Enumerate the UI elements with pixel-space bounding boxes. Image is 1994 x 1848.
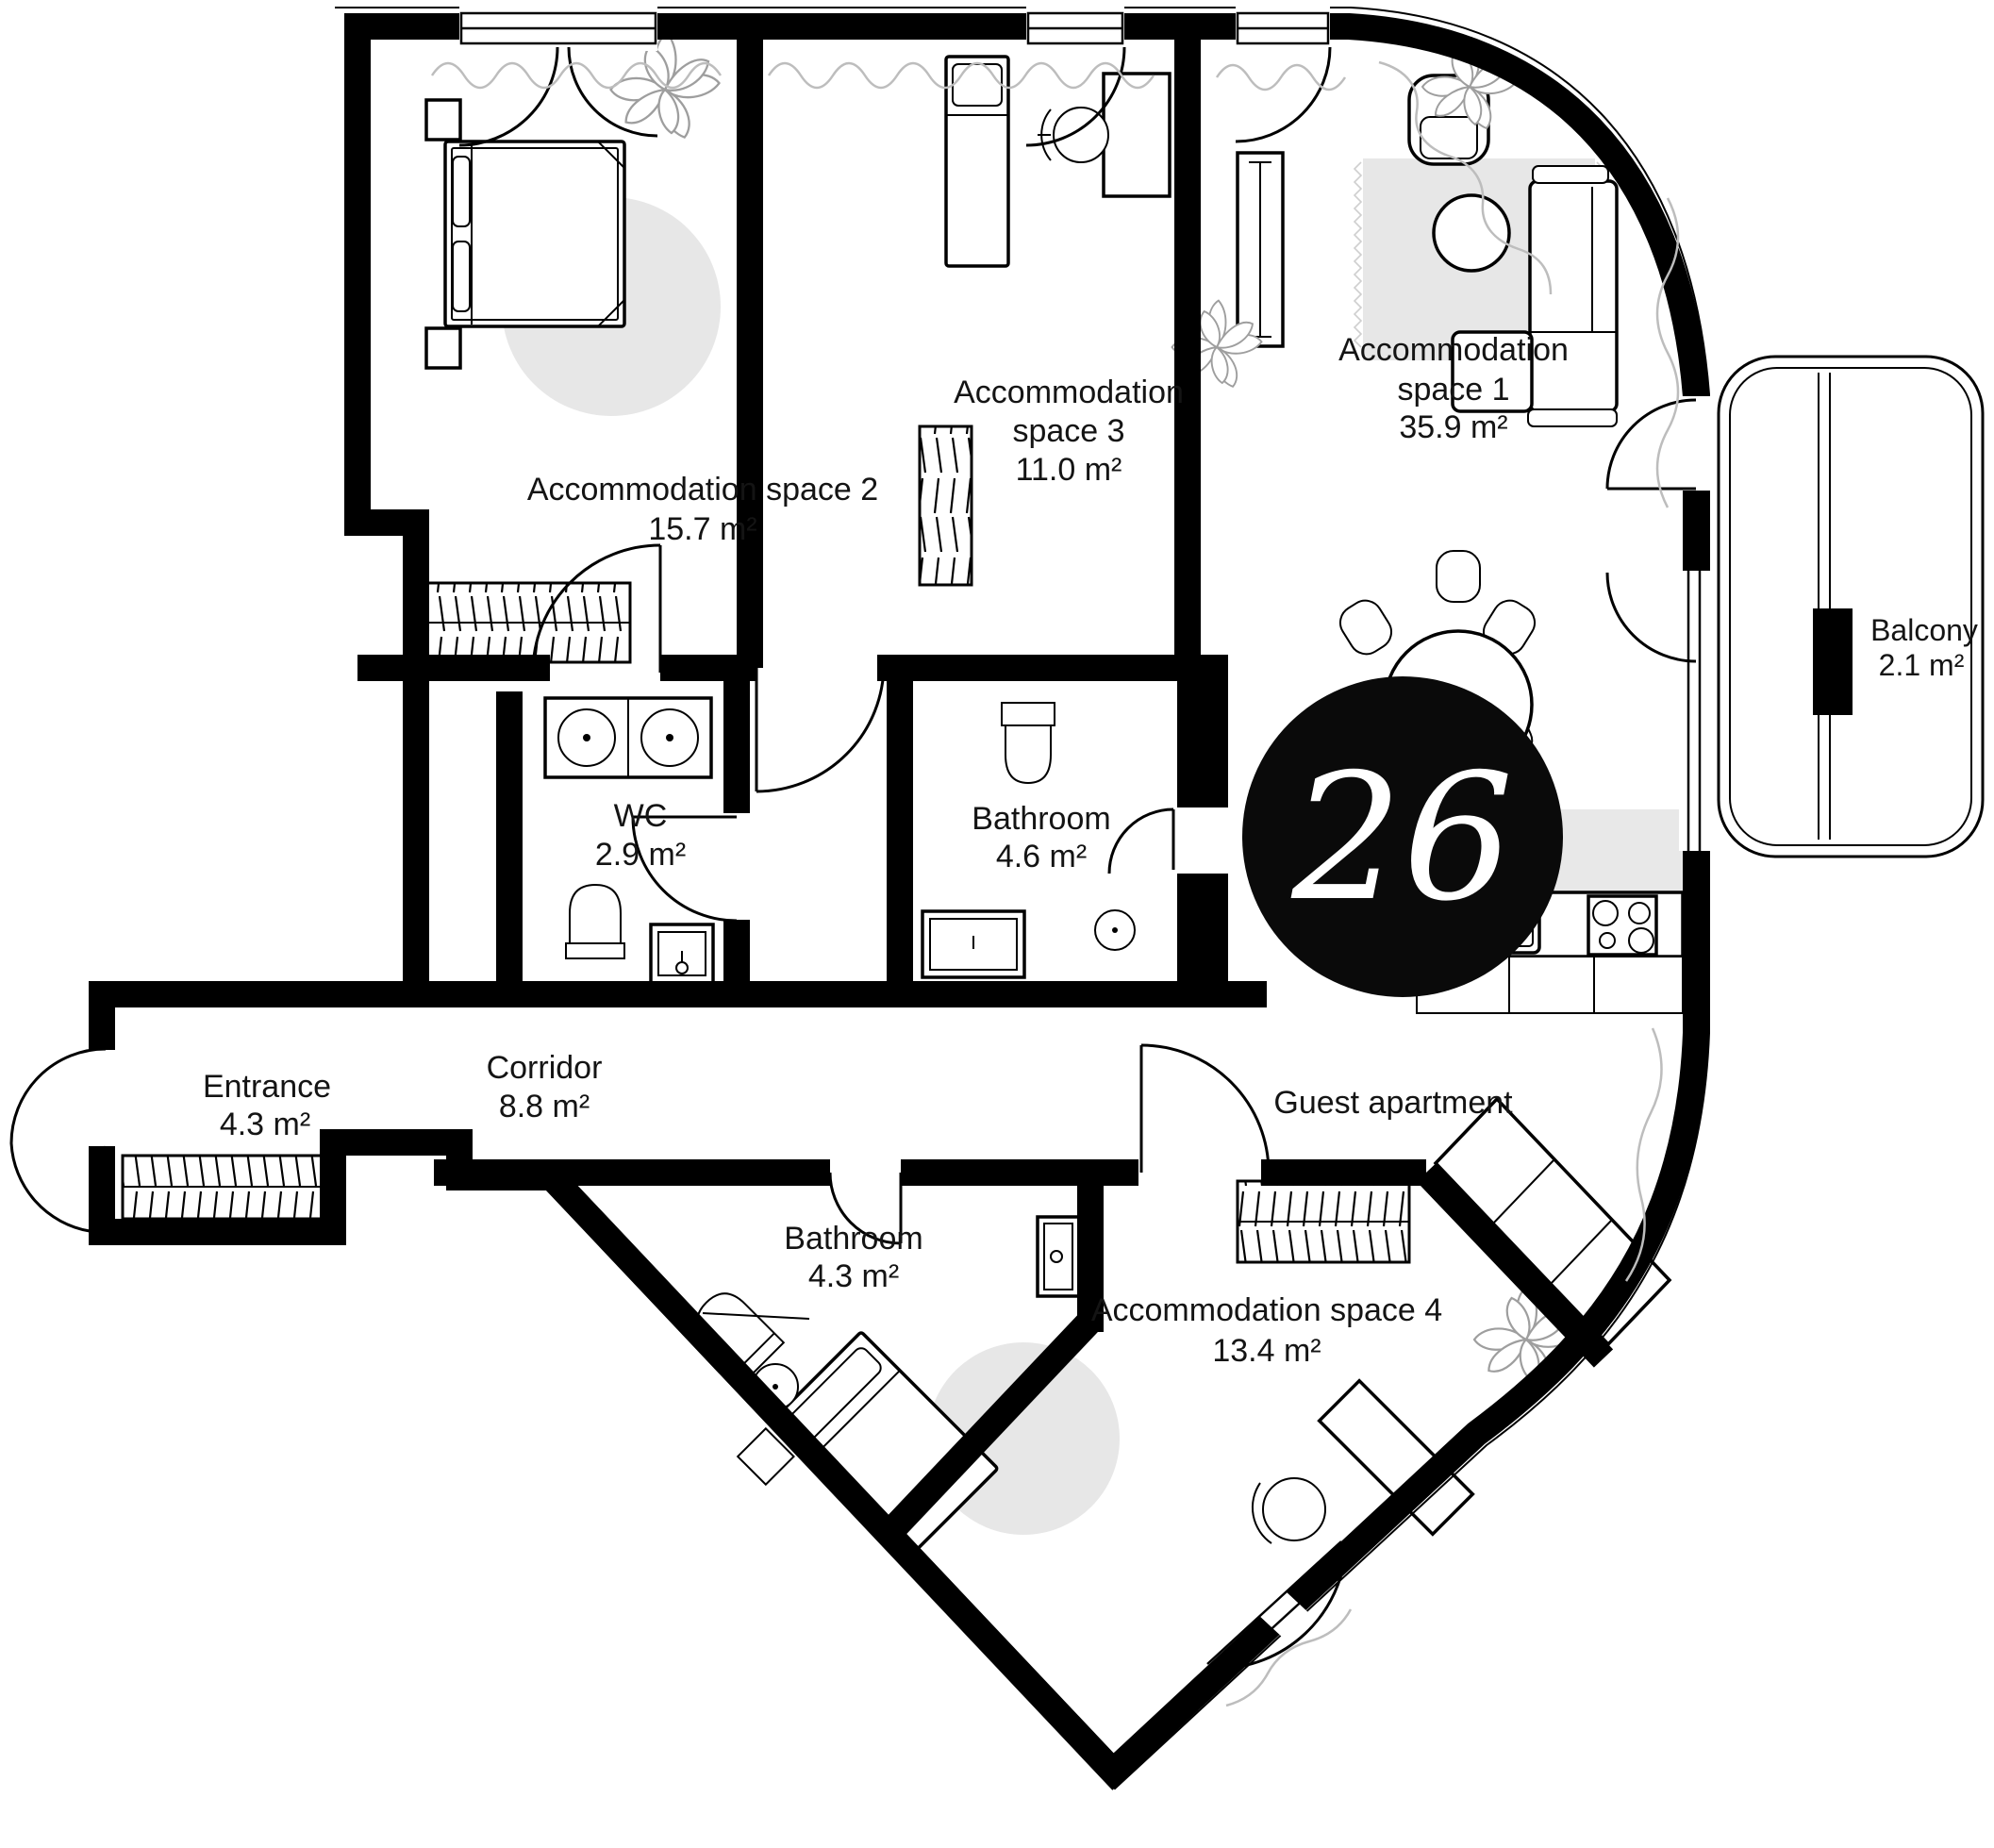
balcony-glazing (1687, 571, 1702, 851)
balcony-door-gap (1679, 396, 1715, 491)
label-wc-area: 2.9 m² (595, 837, 686, 873)
rug-fringe-left (1353, 161, 1363, 348)
apartment-number-badge: 26 (1242, 676, 1563, 997)
duct-block (1177, 655, 1228, 807)
desk-chair-symbol (1038, 107, 1109, 163)
door-wc (631, 815, 738, 923)
label-balcony: Balcony (1870, 613, 1978, 647)
door-bathroom (1107, 807, 1175, 874)
wardrobe-symbol-guest (1236, 1179, 1411, 1264)
curtain-wave-guest (1225, 1608, 1353, 1707)
label-bathroom: Bathroom (972, 801, 1110, 837)
entrance-door (9, 1047, 108, 1233)
balcony-glazing-gap (1679, 571, 1715, 851)
shower-partition (702, 1312, 810, 1320)
double-bed-symbol (443, 140, 626, 328)
label-wc: WC (614, 798, 668, 834)
wardrobe-symbol-entrance (121, 1154, 332, 1221)
guest-window-gap (1202, 1536, 1355, 1683)
room-labels: Accommodation space 1 35.9 m² Accommodat… (203, 332, 1978, 1369)
label-space4-area: 13.4 m² (1212, 1333, 1321, 1369)
window-space1 (1235, 11, 1332, 143)
label-entrance: Entrance (203, 1069, 331, 1105)
label-guest-apartment: Guest apartment (1273, 1085, 1513, 1121)
curtain-wave-curve (1378, 60, 1553, 295)
stove-icon (1587, 894, 1658, 957)
door-space2 (531, 543, 662, 674)
window-space2 (458, 11, 658, 147)
wall-closet-diagonal (1416, 1163, 1614, 1368)
label-space2-area: 15.7 m² (648, 511, 756, 547)
toilet-symbol-bathroom (1001, 702, 1055, 785)
balcony-structure (1717, 355, 1985, 858)
label-guest-bathroom-area: 4.3 m² (808, 1258, 899, 1294)
duct-block (1177, 874, 1228, 981)
label-guest-bathroom: Bathroom (784, 1221, 922, 1257)
nightstand-symbol (424, 98, 462, 142)
curtain-wave (430, 61, 723, 90)
double-washbasin-symbol (543, 696, 713, 779)
single-bed-symbol-guest (736, 1331, 999, 1560)
glazing-wave (1624, 1027, 1663, 1282)
coffee-table-symbol (1432, 193, 1511, 273)
label-corridor: Corridor (487, 1050, 603, 1086)
wardrobe-symbol-space3 (918, 425, 973, 587)
entrance-door-gap (87, 1050, 119, 1146)
toilet-symbol-wc (565, 883, 625, 959)
clothes-rail-symbol (1236, 151, 1285, 348)
label-balcony-area: 2.1 m² (1879, 648, 1965, 682)
door-guest-bathroom (828, 1172, 903, 1245)
door-space3 (755, 663, 886, 793)
curtain-wave (1215, 63, 1347, 92)
apartment-number: 26 (1290, 736, 1513, 940)
window-guest (1206, 1540, 1354, 1678)
label-space1-area: 35.9 m² (1399, 409, 1507, 445)
wall-guest-bathroom-diagonal (878, 1311, 1101, 1543)
label-space2-line1: Accommodation space 2 (527, 472, 878, 508)
label-space4-line1: Accommodation space 4 (1091, 1292, 1442, 1328)
desk-chair-symbol-guest (1251, 1477, 1326, 1544)
sofa-symbol (1451, 165, 1619, 427)
washbasin-cabinet-symbol (921, 909, 1026, 979)
washbasin-symbol-guest (1036, 1215, 1081, 1298)
nightstand-symbol (424, 326, 462, 370)
label-space3-area: 11.0 m² (1016, 452, 1122, 488)
wardrobe-symbol-space2 (424, 581, 632, 664)
label-space3-line2: space 3 (1012, 413, 1124, 449)
shower-drain-symbol (1094, 909, 1136, 951)
window-space3 (1025, 11, 1126, 147)
label-space1-line2: space 1 (1397, 372, 1509, 408)
curtain-wave (767, 61, 1155, 90)
desk-symbol (1102, 72, 1171, 198)
door-guest-apartment (1139, 1043, 1271, 1174)
label-corridor-area: 8.8 m² (499, 1089, 590, 1124)
label-entrance-area: 4.3 m² (220, 1107, 310, 1142)
label-space3-line1: Accommodation (954, 375, 1184, 410)
label-space1-line1: Accommodation (1338, 332, 1569, 368)
washing-machine-symbol (649, 923, 715, 985)
desk-symbol-guest (1317, 1378, 1475, 1537)
label-bathroom-area: 4.6 m² (996, 839, 1087, 874)
outer-walls (89, 12, 1709, 1790)
single-bed-symbol (944, 55, 1010, 268)
glazing-wave (1655, 197, 1680, 508)
